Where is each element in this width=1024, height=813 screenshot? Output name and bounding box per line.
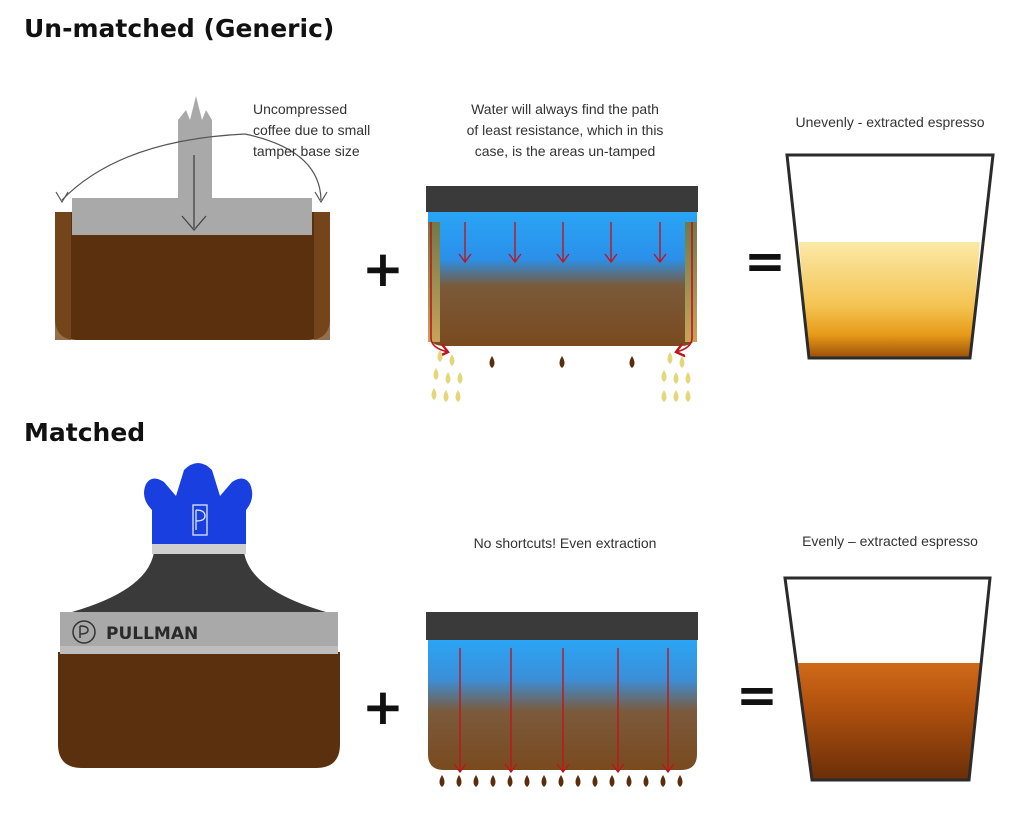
water-note-unmatched: Water will always find the path of least… — [420, 99, 710, 162]
plus-operator: + — [362, 678, 404, 736]
even-drips — [439, 775, 683, 787]
result-note-line: Evenly – extracted espresso — [802, 533, 978, 549]
equals-operator: = — [736, 666, 778, 724]
heading-matched: Matched — [24, 418, 146, 447]
pullman-brand-label: PULLMAN — [106, 624, 198, 644]
tamper-note: Uncompressed coffee due to small tamper … — [253, 99, 370, 162]
even-flow-basket — [428, 640, 697, 774]
water-note-line: of least resistance, which in this — [466, 122, 664, 138]
result-note-matched: Evenly – extracted espresso — [760, 531, 1020, 552]
pullman-tamper — [60, 463, 338, 654]
tamper-note-line: coffee due to small — [253, 122, 371, 138]
pullman-handle-logo-icon — [192, 504, 208, 536]
generic-flow-basket — [428, 212, 697, 352]
water-note-matched: No shortcuts! Even extraction — [420, 533, 710, 554]
generic-basket — [55, 212, 330, 340]
tamper-note-line: Uncompressed — [253, 101, 348, 117]
water-note-line: case, is the areas un-tamped — [474, 143, 656, 159]
generic-shower-screen — [426, 186, 698, 212]
generic-tamper — [72, 96, 312, 235]
even-espresso-cup — [783, 576, 992, 782]
pullman-logo-icon — [72, 620, 96, 644]
uneven-espresso-cup — [785, 153, 995, 360]
result-note-line: Unevenly - extracted espresso — [795, 114, 985, 130]
generic-drips — [431, 350, 691, 402]
equals-operator: = — [744, 232, 786, 290]
pullman-basket — [58, 652, 340, 768]
tamper-note-line: tamper base size — [253, 143, 360, 159]
plus-operator: + — [362, 240, 404, 298]
callout-lines — [55, 133, 328, 204]
water-note-line: No shortcuts! Even extraction — [473, 535, 657, 551]
water-note-line: Water will always find the path — [471, 101, 659, 117]
even-shower-screen — [426, 612, 698, 640]
heading-unmatched: Un-matched (Generic) — [24, 14, 335, 43]
result-note-unmatched: Unevenly - extracted espresso — [760, 112, 1020, 133]
